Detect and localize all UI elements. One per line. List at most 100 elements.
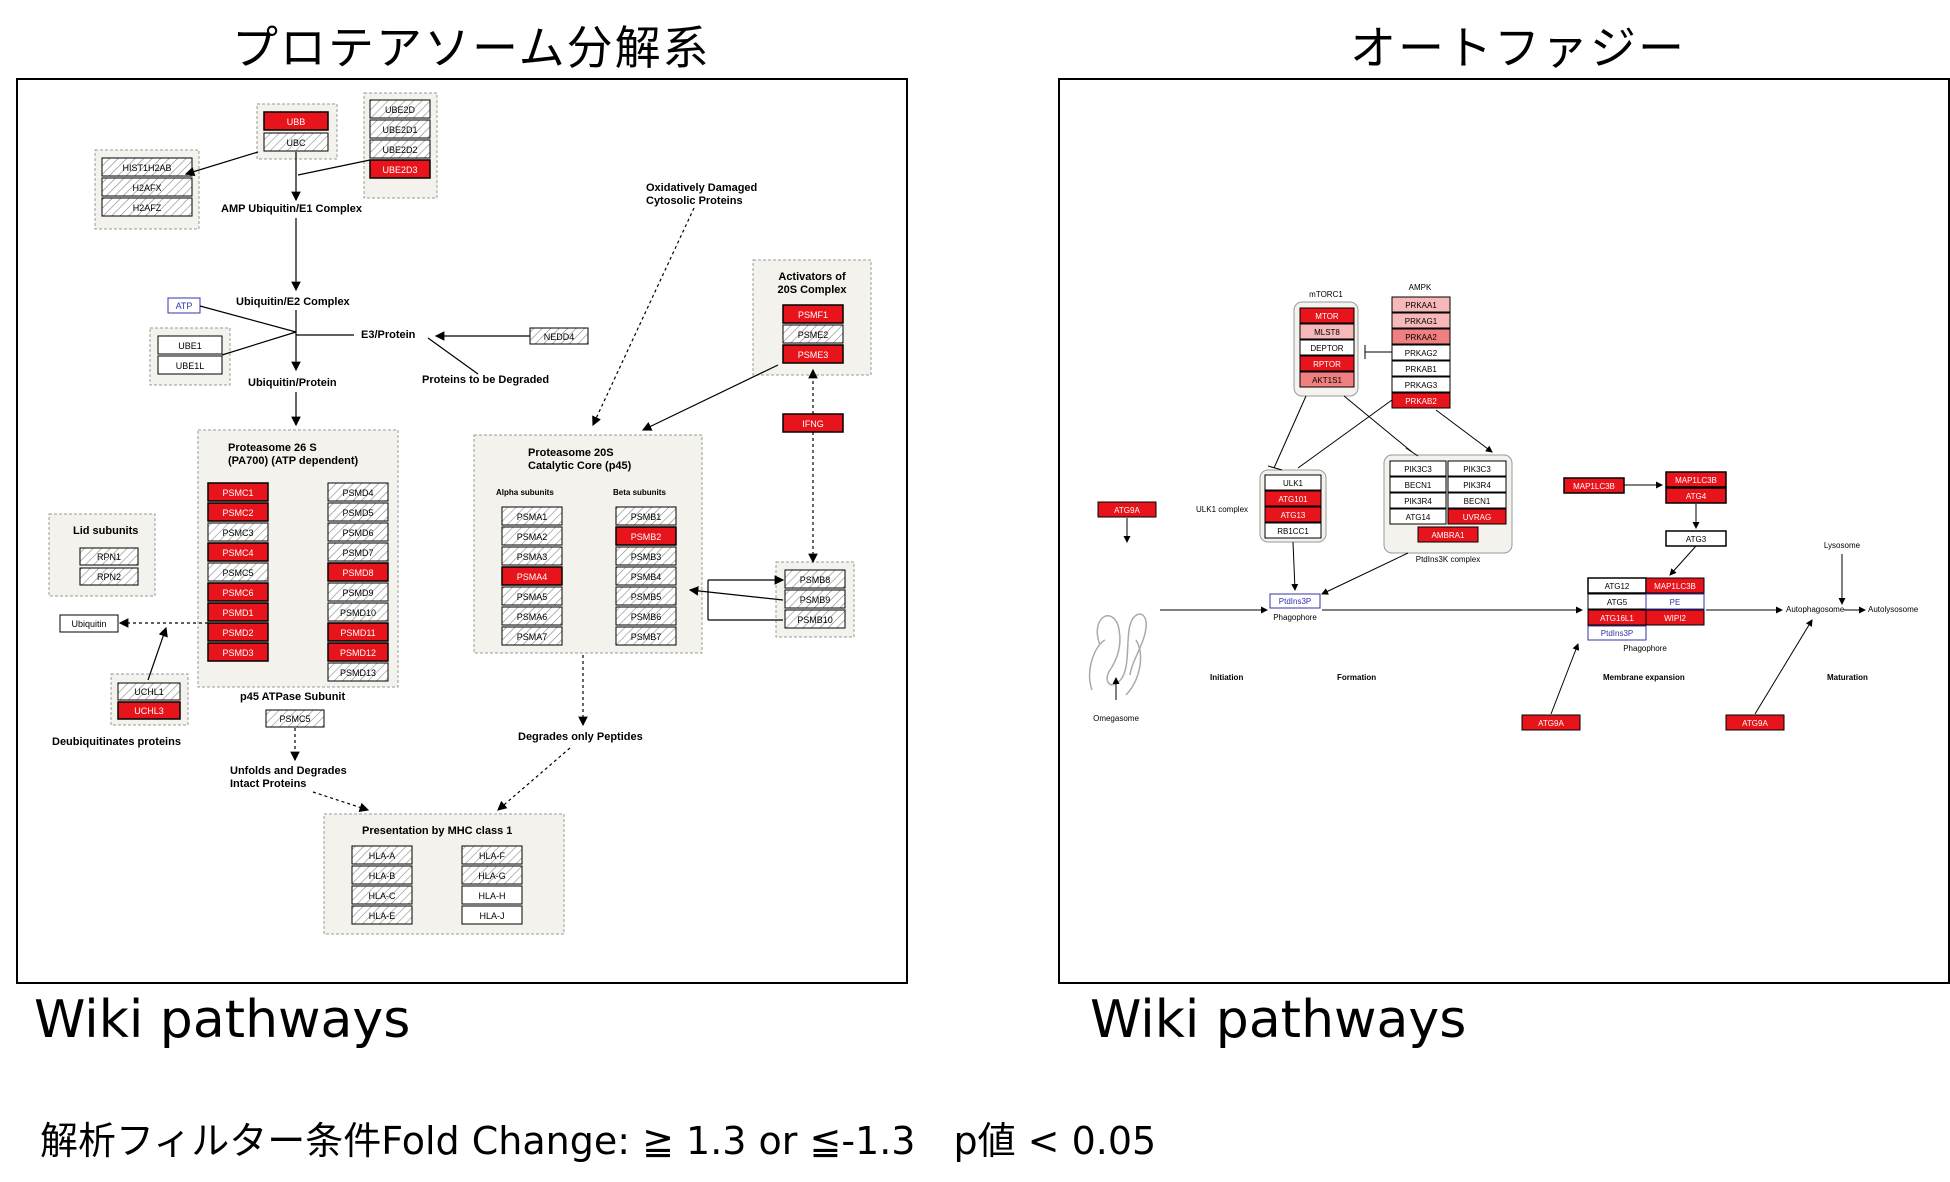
psmd-column: PSMD4 PSMD5 PSMD6 PSMD7 PSMD8 PSMD9 PSMD… (327, 482, 389, 682)
gene-psme2-label: PSME2 (798, 330, 829, 340)
gene-akt1s1 (1299, 371, 1355, 388)
gene-hla-f-label: HLA-F (479, 851, 506, 861)
label-unfolds-2: Intact Proteins (230, 778, 306, 790)
gene-ube2d1 (369, 119, 431, 139)
gene-psma1-label: PSMA1 (517, 512, 548, 522)
gene-psmb3 (615, 546, 677, 566)
gene-prkag2-label: PRKAG2 (1405, 349, 1438, 358)
gene-psma7-label: PSMA7 (517, 632, 548, 642)
gene-psmd9-label: PSMD9 (342, 588, 373, 598)
gene-becn1-a (1389, 476, 1447, 493)
node-atp (167, 297, 201, 314)
gene-rpn2-label: RPN2 (97, 572, 121, 582)
gene-atg9a-2-label: ATG9A (1538, 719, 1564, 728)
gene-map1lc3b-2 (1665, 471, 1727, 488)
gene-mtor-label: MTOR (1315, 312, 1339, 321)
gene-uchl1 (117, 682, 181, 701)
gene-becn1-a-label: BECN1 (1405, 481, 1432, 490)
gene-psmb8 (784, 569, 846, 589)
gene-psma6-label: PSMA6 (517, 612, 548, 622)
gene-psma3 (501, 546, 563, 566)
mtorc1-stack: MTOR MLST8 DEPTOR RPTOR AKT1S1 (1299, 307, 1355, 388)
gene-psma1 (501, 506, 563, 526)
label-formation: Formation (1337, 673, 1376, 682)
gene-psmb2 (615, 526, 677, 546)
gene-atg9a-3 (1725, 714, 1785, 731)
gene-becn1-b (1447, 492, 1507, 509)
gene-psmc2 (207, 502, 269, 522)
gene-hla-g (461, 865, 523, 885)
gene-psmb5 (615, 586, 677, 606)
autophagy-edges (1112, 345, 1866, 715)
gene-atg5-label: ATG5 (1607, 598, 1628, 607)
autophagy-pathway-panel: mTORC1 MTOR MLST8 DEPTOR RPTOR AKT1S1 AM… (1058, 78, 1950, 984)
gene-psma5 (501, 586, 563, 606)
gene-ube2d2 (369, 139, 431, 159)
gene-hla-h-label: HLA-H (478, 891, 505, 901)
node-ptdins3p (1269, 593, 1321, 609)
gene-psmd12 (327, 642, 389, 662)
gene-ubc-label: UBC (286, 138, 306, 148)
gene-psmb6-label: PSMB6 (631, 612, 662, 622)
gene-hla-c (351, 885, 413, 905)
gene-pik3c3-a-label: PIK3C3 (1404, 465, 1432, 474)
gene-psmc3-label: PSMC3 (222, 528, 253, 538)
node-pe-label: PE (1670, 598, 1681, 607)
node-atp-label: ATP (176, 301, 193, 311)
gene-ube1 (157, 335, 223, 355)
gene-ube2d-label: UBE2D (385, 105, 416, 115)
label-autophagosome: Autophagosome (1786, 605, 1845, 614)
analysis-filter-caption: 解析フィルター条件Fold Change: ≧ 1.3 or ≦-1.3 p値 … (40, 1119, 1157, 1163)
gene-psmc3 (207, 522, 269, 542)
gene-psmc1-label: PSMC1 (222, 488, 253, 498)
gene-psmd12-label: PSMD12 (340, 648, 376, 658)
gene-hla-f (461, 845, 523, 865)
gene-psmb3-label: PSMB3 (631, 552, 662, 562)
gene-psmd10 (327, 602, 389, 622)
gene-psmd9 (327, 582, 389, 602)
gene-psmb4 (615, 566, 677, 586)
gene-uchl1-label: UCHL1 (134, 687, 164, 697)
gene-hla-c-label: HLA-C (368, 891, 396, 901)
gene-atg4 (1665, 487, 1727, 504)
gene-psmd11 (327, 622, 389, 642)
gene-hla-b (351, 865, 413, 885)
gene-prkab1-label: PRKAB1 (1405, 365, 1437, 374)
gene-ube1l (157, 355, 223, 375)
psmb8-stack: PSMB8 PSMB9 PSMB10 (784, 569, 846, 629)
gene-atg9a-3-label: ATG9A (1742, 719, 1768, 728)
gene-psmc6 (207, 582, 269, 602)
hla-stack-left: HLA-A HLA-B HLA-C HLA-E (351, 845, 413, 925)
gene-ulk1 (1264, 474, 1322, 491)
gene-psmc5b-label: PSMC5 (279, 714, 310, 724)
gene-psmb1-label: PSMB1 (631, 512, 662, 522)
gene-ube2d3-label: UBE2D3 (382, 165, 417, 175)
gene-psmb5-label: PSMB5 (631, 592, 662, 602)
psmb-column: PSMB1 PSMB2 PSMB3 PSMB4 PSMB5 PSMB6 PSMB… (615, 506, 677, 646)
gene-ube2d1-label: UBE2D1 (382, 125, 417, 135)
node-pe (1645, 593, 1705, 610)
label-amp-complex: AMP Ubiquitin/E1 Complex (221, 203, 363, 215)
label-ubiquitin-protein: Ubiquitin/Protein (248, 377, 337, 389)
gene-ubb (263, 111, 329, 131)
gene-psmb7-label: PSMB7 (631, 632, 662, 642)
gene-nedd4-label: NEDD4 (544, 332, 575, 342)
gene-prkaa2-label: PRKAA2 (1405, 333, 1437, 342)
gene-psmd6 (327, 522, 389, 542)
label-alpha-subunits: Alpha subunits (496, 488, 554, 497)
gene-rpn1 (79, 547, 139, 566)
gene-psmb1 (615, 506, 677, 526)
gene-psmd3-label: PSMD3 (222, 648, 253, 658)
gene-pik3r4-a-label: PIK3R4 (1404, 497, 1432, 506)
gene-psma4-label: PSMA4 (517, 572, 548, 582)
gene-deptor-label: DEPTOR (1310, 344, 1343, 353)
gene-psmd8-label: PSMD8 (342, 568, 373, 578)
label-proteins-degraded: Proteins to be Degraded (422, 374, 549, 386)
gene-psmf1 (782, 304, 844, 324)
gene-psmb4-label: PSMB4 (631, 572, 662, 582)
gene-psmd1 (207, 602, 269, 622)
expansion-stack: ATG12 ATG5 ATG16L1 MAP1LC3B PE WIPI2 Ptd… (1587, 577, 1705, 641)
gene-wipi2-label: WIPI2 (1664, 614, 1686, 623)
right-panel-title: オートファジー (1350, 21, 1686, 75)
gene-psmc2-label: PSMC2 (222, 508, 253, 518)
